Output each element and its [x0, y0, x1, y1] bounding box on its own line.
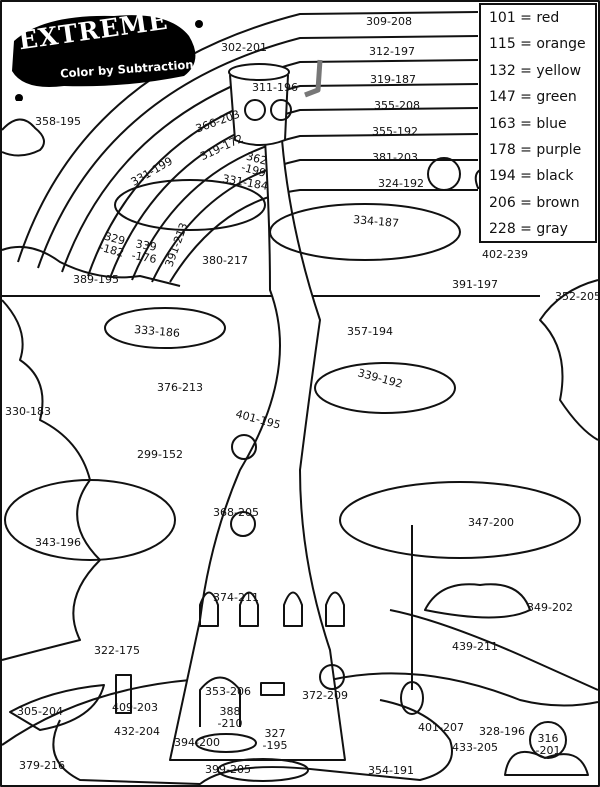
problem-label: 322-175	[94, 644, 140, 657]
cloud-left	[1, 118, 45, 157]
problem-label: 355-192	[372, 125, 418, 138]
problem-label: 319-187	[370, 73, 416, 86]
key-yellow: 132 = yellow	[489, 62, 582, 79]
problem-label: 347-200	[468, 516, 514, 529]
problem-label: 394-200	[174, 736, 220, 749]
problem-label: 391-197	[452, 278, 498, 291]
tire-swing	[400, 681, 424, 715]
problem-label: 349-202	[527, 601, 573, 614]
key-red: 101 = red	[489, 10, 560, 26]
title-ink-splat	[12, 15, 203, 101]
problem-label: 433-205	[452, 741, 498, 754]
rock-small	[504, 750, 589, 776]
problem-label: 358-195	[35, 115, 81, 128]
problem-label: 388 -210	[217, 705, 243, 730]
candle	[115, 674, 132, 714]
problem-label: 399-205	[205, 763, 251, 776]
problem-label: 355-208	[374, 99, 420, 112]
problem-label: 376-213	[157, 381, 203, 394]
problem-label: 299-152	[137, 448, 183, 461]
key-black: 194 = black	[489, 168, 574, 185]
tree-trunk	[169, 139, 346, 761]
problem-label: 432-204	[114, 725, 160, 738]
problem-label: 381-203	[372, 151, 418, 164]
problem-label: 339 -176	[130, 237, 158, 266]
key-orange: 115 = orange	[489, 36, 586, 53]
problem-label: 353-206	[205, 685, 251, 698]
mailbox	[260, 682, 285, 696]
problem-label: 372-209	[302, 689, 348, 702]
problem-label: 401-207	[418, 721, 464, 734]
stepping-stone	[195, 733, 257, 753]
problem-label: 311-196	[252, 81, 298, 94]
foliage	[4, 179, 581, 561]
problem-label: 305-204	[17, 705, 63, 718]
problem-label: 312-197	[369, 45, 415, 58]
color-key: 101 = red 115 = orange 132 = yellow 147 …	[479, 3, 597, 243]
problem-label: 357-194	[347, 325, 393, 338]
island	[52, 699, 453, 785]
problem-label: 402-239	[482, 248, 528, 261]
key-purple: 178 = purple	[489, 141, 582, 158]
problem-label: 316 -201	[535, 732, 561, 757]
rock	[424, 583, 531, 619]
problem-label: 302-201	[221, 41, 267, 54]
problem-label: 343-196	[35, 536, 81, 549]
problem-label: 327 -195	[262, 727, 288, 752]
problem-label: 380-217	[202, 254, 248, 267]
stepping-stone	[217, 758, 309, 782]
river	[389, 609, 599, 691]
key-gray: 228 = gray	[489, 221, 568, 238]
problem-label: 389-195	[73, 273, 119, 286]
problem-label: 330-183	[5, 405, 51, 418]
problem-label: 309-208	[366, 15, 412, 28]
bush-right	[539, 279, 599, 441]
boat	[9, 684, 105, 731]
problem-label: 374-211	[213, 591, 259, 604]
key-green: 147 = green	[489, 89, 577, 106]
problem-label: 379-216	[19, 759, 65, 772]
hill	[1, 245, 181, 287]
problem-label: 439-211	[452, 640, 498, 653]
problem-label: 328-196	[479, 725, 525, 738]
sun	[427, 157, 461, 191]
problem-label: 324-192	[378, 177, 424, 190]
door	[199, 676, 241, 727]
chimney-house	[229, 74, 289, 146]
key-blue: 163 = blue	[489, 115, 567, 132]
chimney-pipe	[304, 59, 323, 98]
problem-label: 352-205	[555, 290, 600, 303]
key-brown: 206 = brown	[489, 194, 580, 211]
problem-label: 368-205	[213, 506, 259, 519]
problem-label: 409-203	[112, 701, 158, 714]
problem-label: 354-191	[368, 764, 414, 777]
